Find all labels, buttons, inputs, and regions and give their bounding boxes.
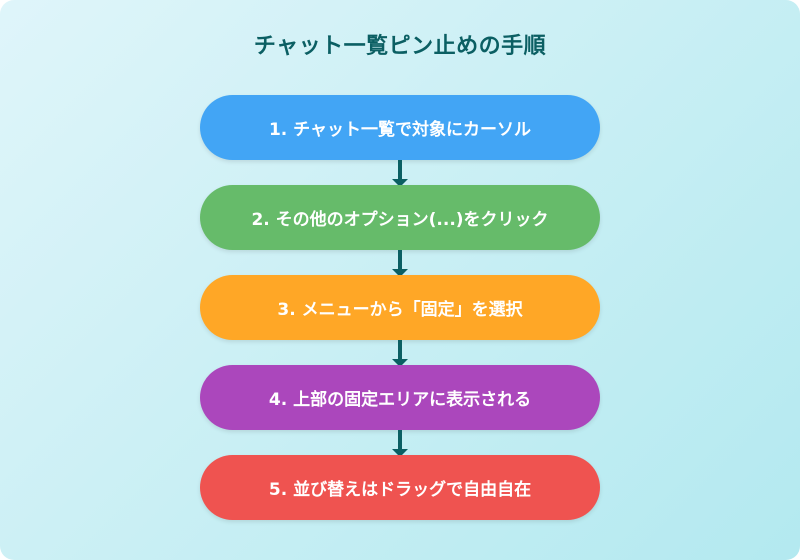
step-4-box: 4. 上部の固定エリアに表示される: [200, 365, 600, 430]
arrow-head: [392, 179, 408, 187]
arrow-shaft: [398, 430, 402, 456]
arrow-down-icon: [392, 250, 408, 277]
arrow-down-icon: [392, 430, 408, 457]
arrow-shaft: [398, 160, 402, 186]
arrow-shaft: [398, 340, 402, 366]
arrow-head: [392, 359, 408, 367]
arrow-down-icon: [392, 340, 408, 367]
arrow-head: [392, 449, 408, 457]
arrow-head: [392, 269, 408, 277]
step-1-box: 1. チャット一覧で対象にカーソル: [200, 95, 600, 160]
step-2-box: 2. その他のオプション(...)をクリック: [200, 185, 600, 250]
arrow-down-icon: [392, 160, 408, 187]
step-5-box: 5. 並び替えはドラッグで自由自在: [200, 455, 600, 520]
arrow-shaft: [398, 250, 402, 276]
step-3-box: 3. メニューから「固定」を選択: [200, 275, 600, 340]
diagram-title: チャット一覧ピン止めの手順: [253, 34, 547, 59]
